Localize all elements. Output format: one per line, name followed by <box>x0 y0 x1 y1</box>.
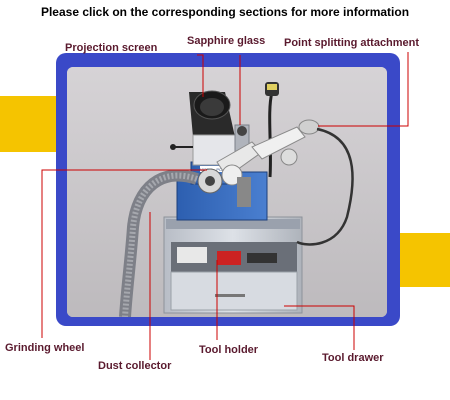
projection-screen[interactable] <box>189 90 240 166</box>
grinding-wheel[interactable] <box>197 168 223 194</box>
tool-holder[interactable] <box>216 141 263 207</box>
lamp-arm <box>265 82 279 178</box>
label-grinding-wheel[interactable]: Grinding wheel <box>5 342 85 354</box>
machine-illustration: MICRO - POINT <box>67 67 387 317</box>
label-point-splitting-attachment[interactable]: Point splitting attachment <box>284 37 420 49</box>
decor-yellow-block-left <box>0 96 60 152</box>
adjustment-knob <box>170 144 193 150</box>
point-splitting-attachment[interactable] <box>251 119 354 246</box>
label-tool-holder[interactable]: Tool holder <box>199 344 259 356</box>
label-projection-screen[interactable]: Projection screen <box>65 42 158 54</box>
label-tool-drawer[interactable]: Tool drawer <box>322 352 384 364</box>
machine-photo: MICRO - POINT <box>67 67 387 317</box>
decor-yellow-block-right <box>396 233 450 287</box>
tool-drawer-cabinet <box>163 216 303 314</box>
label-dust-collector[interactable]: Dust collector <box>98 360 172 372</box>
label-sapphire-glass[interactable]: Sapphire glass <box>187 35 266 47</box>
instruction-text: Please click on the corresponding sectio… <box>40 5 410 19</box>
